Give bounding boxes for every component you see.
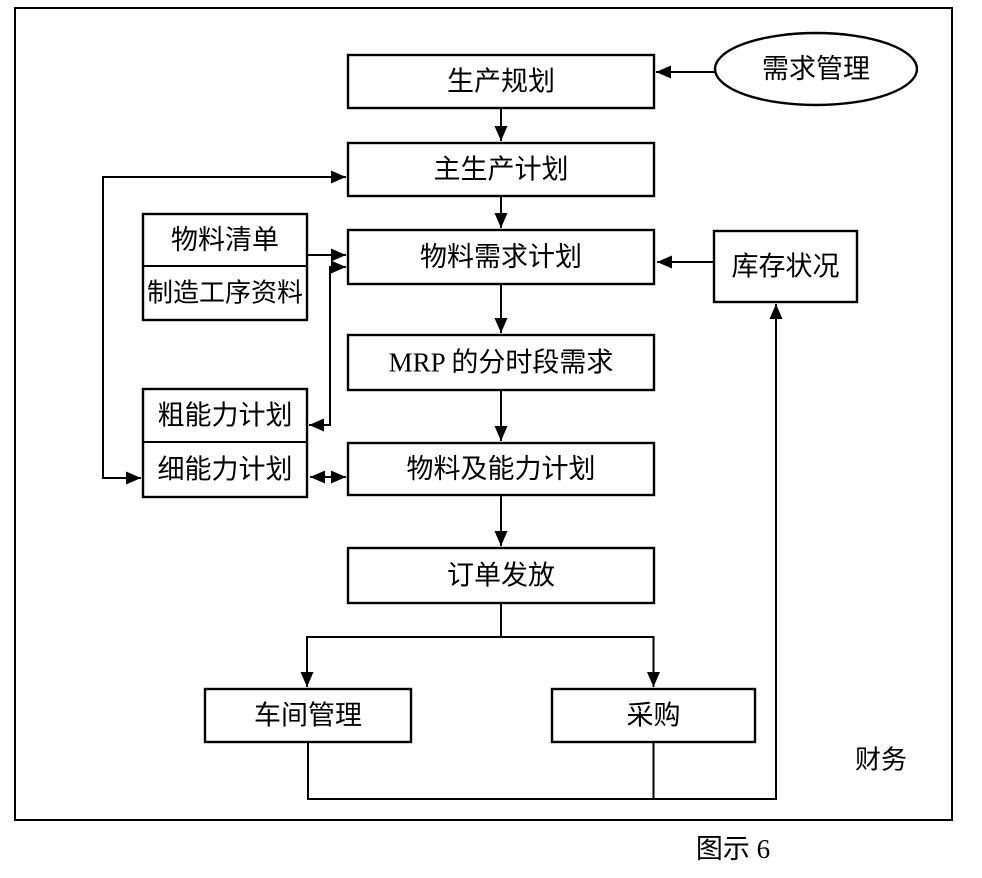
node-shop-floor-management: 车间管理 — [203, 687, 413, 744]
production-planning-label: 生产规划 — [447, 67, 555, 97]
purchasing-label: 采购 — [627, 701, 681, 731]
node-mrp-time-phased-demand: MRP 的分时段需求 — [346, 333, 656, 392]
inventory-status-box — [712, 229, 859, 304]
connectors — [102, 65, 783, 800]
material-requirements-planning-label: 物料需求计划 — [420, 242, 582, 272]
shop-floor-management-label: 车间管理 — [254, 701, 362, 731]
node-bom-and-routing: 物料清单 制造工序资料 — [141, 212, 309, 322]
mrp-time-phased-demand-box — [346, 333, 656, 392]
node-inventory-status: 库存状况 — [712, 229, 859, 304]
node-demand-management: 需求管理 — [713, 31, 919, 107]
node-material-and-capacity-planning: 物料及能力计划 — [346, 441, 656, 497]
figure-caption: 图示 6 — [696, 834, 770, 864]
node-order-release: 订单发放 — [346, 546, 656, 605]
purchasing-box — [550, 687, 757, 744]
mrp-time-phased-demand-label: MRP 的分时段需求 — [389, 348, 614, 378]
diagram-border — [14, 7, 953, 821]
order-release-label: 订单发放 — [447, 561, 555, 591]
inventory-status-label: 库存状况 — [732, 252, 840, 282]
shop-floor-management-box — [203, 687, 413, 744]
finance-label: 财务 — [855, 746, 907, 775]
node-production-planning: 生产规划 — [346, 53, 656, 110]
material-and-capacity-planning-label: 物料及能力计划 — [407, 454, 596, 484]
master-production-schedule-label: 主生产计划 — [434, 155, 569, 185]
manufacturing-routing-label: 制造工序资料 — [147, 279, 303, 308]
order-release-box — [346, 546, 656, 605]
bill-of-materials-label: 物料清单 — [171, 225, 279, 255]
demand-management-label: 需求管理 — [762, 54, 870, 84]
node-purchasing: 采购 — [550, 687, 757, 744]
node-capacity-planning: 粗能力计划 细能力计划 — [141, 387, 309, 499]
demand-management-ellipse — [713, 31, 919, 107]
rough-cut-capacity-planning-label: 粗能力计划 — [158, 401, 293, 431]
detailed-capacity-planning-label: 细能力计划 — [158, 455, 293, 485]
material-and-capacity-planning-box — [346, 441, 656, 497]
node-master-production-schedule: 主生产计划 — [346, 141, 656, 198]
material-requirements-planning-box — [346, 228, 656, 286]
production-planning-box — [346, 53, 656, 110]
master-production-schedule-box — [346, 141, 656, 198]
node-material-requirements-planning: 物料需求计划 — [346, 228, 656, 286]
